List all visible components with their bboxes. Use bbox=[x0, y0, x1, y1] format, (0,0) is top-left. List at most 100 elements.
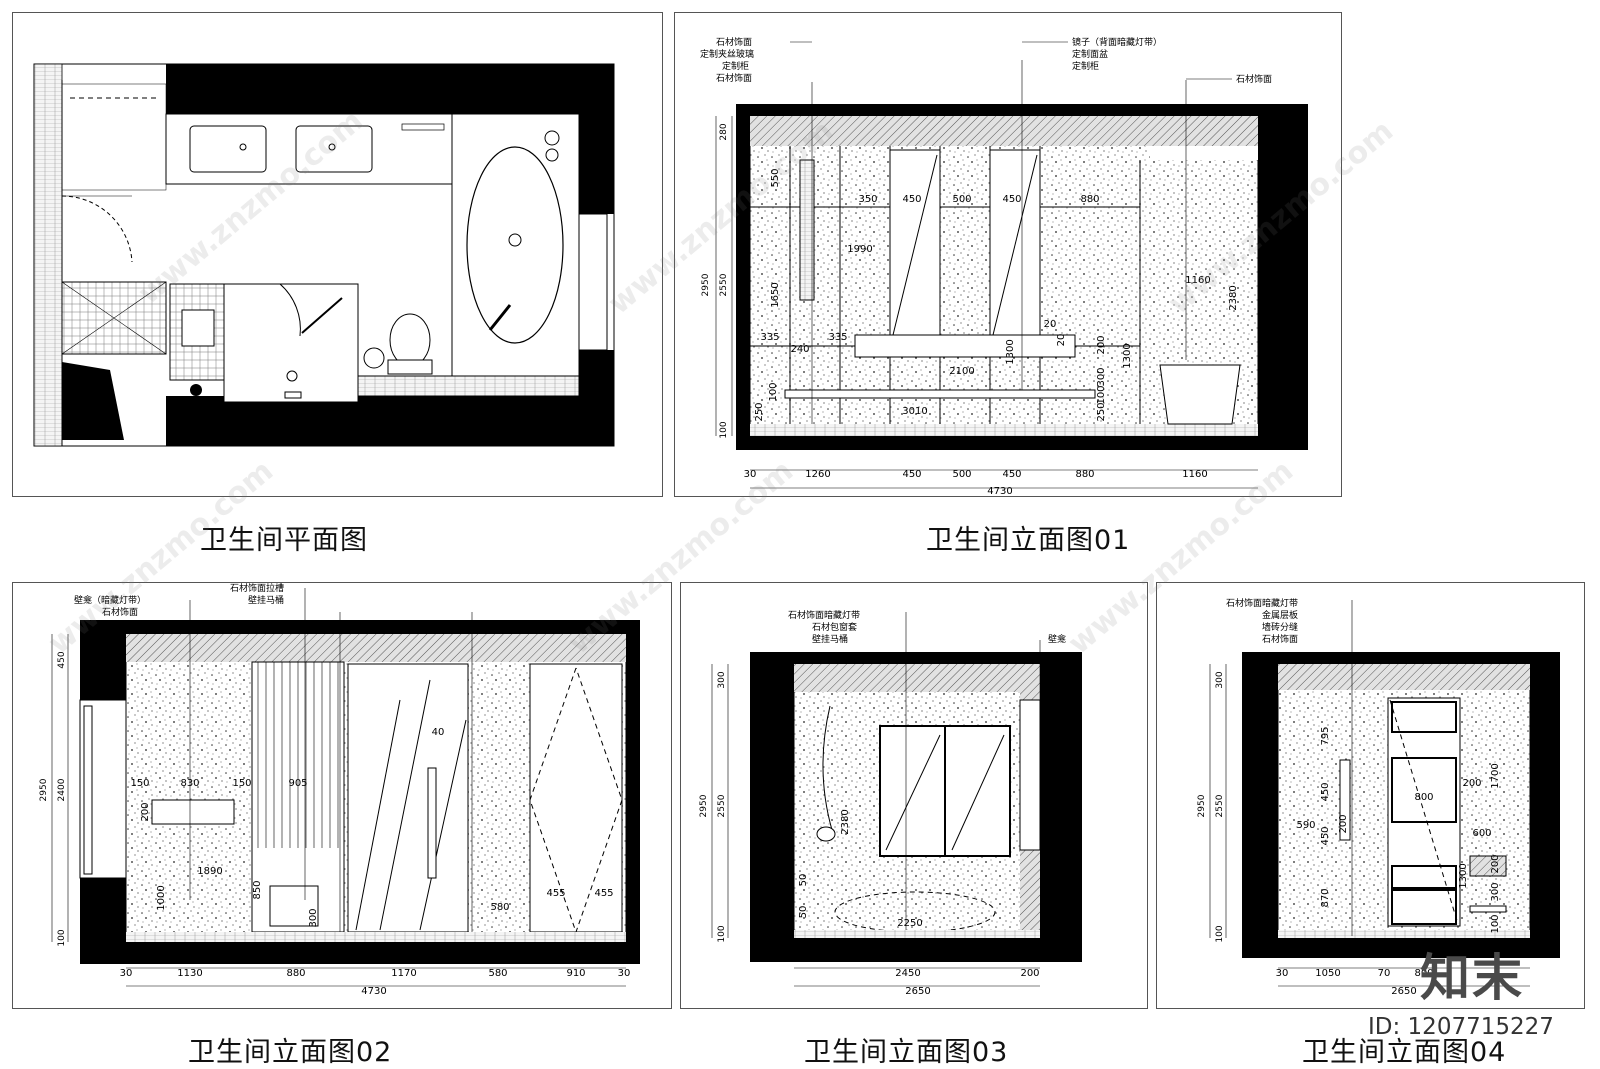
elev01-dim-inner-18: 300 bbox=[1096, 367, 1107, 386]
elev02-dim-height-1: 2950 bbox=[39, 778, 49, 801]
elev03-dim-inner-2: 50 bbox=[798, 874, 809, 887]
elev03-right-label: 壁龛 bbox=[1048, 633, 1066, 645]
elev04-dim-total: 2650 bbox=[1391, 986, 1416, 997]
elev01-dim-inner-20: 20 bbox=[1044, 319, 1057, 330]
plan-caption: 卫生间平面图 bbox=[200, 525, 368, 556]
elev04-dim-inner-3: 590 bbox=[1296, 820, 1315, 831]
elev04-dim-inner-10: 200 bbox=[1490, 854, 1501, 873]
elev01-label-2: 定制柜 bbox=[722, 60, 749, 72]
elev02-dim-inner-2: 150 bbox=[232, 778, 251, 789]
elev04-dim-height-3: 100 bbox=[1215, 925, 1225, 942]
elev01-dim-inner-19: 200 bbox=[1096, 335, 1107, 354]
elev03-label-0: 石材饰面暗藏灯带 bbox=[788, 609, 860, 621]
elev04-dim-inner-9: 600 bbox=[1472, 828, 1491, 839]
elevation-04-caption: 卫生间立面图04 bbox=[1302, 1037, 1507, 1068]
elev01-dim-inner-6: 1650 bbox=[770, 282, 781, 307]
elev02-dim-inner-3: 905 bbox=[288, 778, 307, 789]
elev03-dim-inner-3: 50 bbox=[798, 906, 809, 919]
elev03-dim-height-3: 100 bbox=[717, 925, 727, 942]
elev04-label-2: 墙砖分缝 bbox=[1262, 621, 1298, 633]
elevation-03: 石材饰面暗藏灯带 石材包窗套 壁挂马桶 壁龛 2450 200 2650 300… bbox=[699, 609, 1082, 997]
elev01-mid-label-2: 定制柜 bbox=[1072, 60, 1099, 72]
elev04-dim-bottom-1: 1050 bbox=[1315, 968, 1340, 979]
elev01-dim-height-2: 2550 bbox=[719, 273, 729, 296]
elev01-dim-inner-4: 880 bbox=[1080, 194, 1099, 205]
elev04-dim-inner-1: 450 bbox=[1320, 782, 1331, 801]
elev01-label-0: 石材饰面 bbox=[716, 36, 752, 48]
elev04-dim-inner-8: 200 bbox=[1462, 778, 1481, 789]
elev03-dim-total: 2650 bbox=[905, 986, 930, 997]
elev04-dim-bottom-0: 30 bbox=[1276, 968, 1289, 979]
elev04-label-0: 石材饰面暗藏灯带 bbox=[1226, 597, 1298, 609]
elev03-label-1: 石材包窗套 bbox=[812, 621, 857, 633]
elev01-dim-bottom-5: 880 bbox=[1075, 469, 1094, 480]
elev01-dim-inner-2: 500 bbox=[952, 194, 971, 205]
elev04-dim-bottom-2: 70 bbox=[1378, 968, 1391, 979]
elev04-label-1: 金属层板 bbox=[1262, 609, 1298, 621]
elev04-dim-bottom-3: 800 bbox=[1414, 968, 1433, 979]
elev01-dim-total: 4730 bbox=[987, 486, 1012, 497]
elev02-dim-inner-10: 580 bbox=[490, 902, 509, 913]
elev04-dim-inner-0: 795 bbox=[1320, 726, 1331, 745]
elev03-dim-height-1: 2950 bbox=[699, 794, 709, 817]
elev01-dim-inner-15: 1300 bbox=[1122, 343, 1133, 368]
elev04-dim-height-0: 300 bbox=[1215, 671, 1225, 688]
elev01-dim-inner-17: 250 bbox=[1096, 402, 1107, 421]
elev01-label-1: 定制夹丝玻璃 bbox=[700, 48, 754, 60]
elev02-dim-inner-12: 455 bbox=[594, 888, 613, 899]
elev04-dim-height-1: 2950 bbox=[1197, 794, 1207, 817]
elev01-dim-inner-12: 1160 bbox=[1185, 275, 1210, 286]
elev03-dim-inner-1: 2250 bbox=[897, 918, 922, 929]
elev01-dim-inner-14: 1300 bbox=[1005, 339, 1016, 364]
elev01-dim-bottom-6: 1160 bbox=[1182, 469, 1207, 480]
elev01-dim-bottom-4: 450 bbox=[1002, 469, 1021, 480]
elev02-dim-bottom-4: 580 bbox=[488, 968, 507, 979]
elev02-dim-height-0: 450 bbox=[57, 651, 67, 668]
elev02-dim-inner-8: 300 bbox=[308, 908, 319, 927]
elev02-dim-bottom-2: 880 bbox=[286, 968, 305, 979]
elev02-mid-label-0: 石材饰面拉槽 bbox=[230, 582, 284, 594]
elev04-label-3: 石材饰面 bbox=[1262, 633, 1298, 645]
brand-logo: 知末 bbox=[1420, 949, 1524, 1007]
elev01-dim-inner-0: 350 bbox=[858, 194, 877, 205]
elev01-dim-bottom-1: 1260 bbox=[805, 469, 830, 480]
elev03-dim-bottom-1: 200 bbox=[1020, 968, 1039, 979]
elev01-dim-inner-11: 3010 bbox=[902, 406, 927, 417]
elev03-dim-bottom-0: 2450 bbox=[895, 968, 920, 979]
elev04-dim-inner-2: 200 bbox=[1338, 814, 1349, 833]
elev04-dim-inner-11: 1300 bbox=[1458, 863, 1469, 888]
elev01-dim-inner-13: 2380 bbox=[1228, 285, 1239, 310]
elev02-label-0: 壁龛（暗藏灯带） bbox=[74, 594, 146, 606]
elev02-label-1: 石材饰面 bbox=[102, 606, 138, 618]
elev02-dim-height-3: 100 bbox=[57, 929, 67, 946]
elev04-dim-height-2: 2550 bbox=[1215, 794, 1225, 817]
elev04-dim-inner-6: 800 bbox=[1414, 792, 1433, 803]
elev01-right-label: 石材饰面 bbox=[1236, 73, 1272, 85]
elev04-dim-inner-13: 100 bbox=[1490, 914, 1501, 933]
elev03-dim-height-2: 2550 bbox=[717, 794, 727, 817]
elev01-label-3: 石材饰面 bbox=[716, 72, 752, 84]
elev04-dim-inner-12: 300 bbox=[1490, 882, 1501, 901]
elev02-dim-inner-7: 850 bbox=[252, 880, 263, 899]
elev01-dim-inner-1: 450 bbox=[902, 194, 921, 205]
elev01-dim-inner-21: 20 bbox=[1056, 334, 1067, 347]
elev02-dim-total: 4730 bbox=[361, 986, 386, 997]
elev04-dim-inner-5: 870 bbox=[1320, 888, 1331, 907]
elev02-dim-inner-6: 1000 bbox=[156, 885, 167, 910]
elevation-04: 石材饰面暗藏灯带 金属层板 墙砖分缝 石材饰面 30 1050 70 800 2… bbox=[1197, 597, 1560, 997]
elev01-dim-inner-8: 335 bbox=[828, 332, 847, 343]
elev01-dim-inner-10: 2100 bbox=[949, 366, 974, 377]
elev01-dim-inner-23: 100 bbox=[1096, 385, 1107, 404]
elev01-dim-bottom-3: 500 bbox=[952, 469, 971, 480]
elev01-dim-inner-5: 1990 bbox=[847, 244, 872, 255]
elev02-dim-inner-1: 830 bbox=[180, 778, 199, 789]
bathroom-plan bbox=[33, 63, 615, 447]
elev03-dim-height-0: 300 bbox=[717, 671, 727, 688]
elev01-mid-label-0: 镜子（背面暗藏灯带） bbox=[1072, 36, 1162, 48]
elev01-dim-inner-3: 450 bbox=[1002, 194, 1021, 205]
elev01-dim-inner-24: 550 bbox=[770, 168, 781, 187]
elev03-dim-inner-0: 2380 bbox=[840, 809, 851, 834]
elev02-dim-inner-0: 150 bbox=[130, 778, 149, 789]
elev03-label-2: 壁挂马桶 bbox=[812, 633, 848, 645]
elev01-dim-inner-7: 335 bbox=[760, 332, 779, 343]
